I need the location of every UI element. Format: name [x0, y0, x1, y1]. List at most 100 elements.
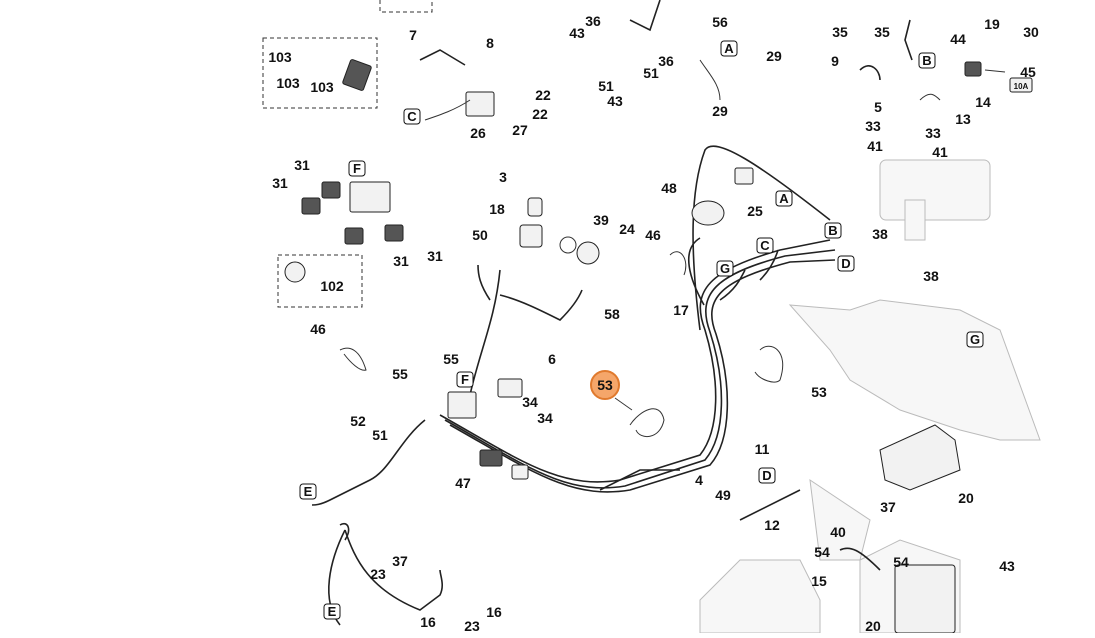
part-number-label: 37	[392, 553, 408, 569]
part-number-label: 34	[537, 410, 553, 426]
part-103-module	[342, 59, 372, 91]
part-number-label: 41	[932, 144, 948, 160]
ref-letter: G	[720, 261, 730, 276]
part-31-relay-d	[384, 224, 404, 242]
components	[284, 0, 1033, 634]
highlight-53[interactable]: 53	[590, 370, 633, 411]
part-7-8-rod	[419, 49, 466, 66]
part-number-label: 43	[607, 93, 623, 109]
part-24-gauge	[576, 241, 600, 265]
harness-branch-18	[469, 269, 501, 396]
lower-wire-c	[339, 522, 350, 541]
part-number-label: 54	[893, 554, 909, 570]
ref-letter: C	[407, 109, 417, 124]
part-48-horn	[691, 200, 725, 226]
part-number-label: 22	[535, 87, 551, 103]
detail-box-102	[277, 254, 363, 308]
part-number-label: 36	[658, 53, 674, 69]
part-f-fusebox	[349, 181, 391, 213]
part-number-label: 34	[522, 394, 538, 410]
part-number-label: 13	[955, 111, 971, 127]
part-102-gauge	[284, 261, 306, 283]
part-number-label: 29	[766, 48, 782, 64]
part-31-relay-b	[301, 197, 321, 215]
part-number-label: 37	[880, 499, 896, 515]
highlight-53-marker	[590, 370, 620, 400]
part-number-label: 18	[489, 201, 505, 217]
part-number-label: 40	[830, 524, 846, 540]
part-number-label: 46	[310, 321, 326, 337]
part-19-lead	[984, 69, 1006, 73]
part-10a-fuse	[1009, 77, 1033, 93]
ghost-assemblies	[699, 159, 1041, 634]
part-20-battery	[894, 564, 956, 634]
part-number-label: 7	[409, 27, 417, 43]
part-number-label: 55	[443, 351, 459, 367]
part-number-label: 102	[320, 278, 344, 294]
part-a-wire	[699, 59, 721, 101]
part-6-connector	[497, 378, 523, 398]
part-number-label: 33	[925, 125, 941, 141]
part-number-label: 50	[472, 227, 488, 243]
part-3-key	[527, 197, 543, 217]
part-39-ring	[559, 236, 577, 254]
part-number-label: 20	[865, 618, 881, 633]
part-number-label: 43	[569, 25, 585, 41]
part-number-label: 103	[276, 75, 300, 91]
ref-letter: E	[328, 604, 337, 619]
harness-branch-11	[599, 469, 680, 491]
part-31-relay-a	[321, 181, 341, 199]
part-number-label: 36	[585, 13, 601, 29]
harness-branch-58	[499, 289, 583, 321]
part-number-label: 58	[604, 306, 620, 322]
part-number-label: 31	[294, 157, 310, 173]
part-number-label: 16	[420, 614, 436, 630]
bracket-plate	[879, 159, 991, 221]
part-number-label: 31	[427, 248, 443, 264]
part-number-label: 103	[268, 49, 292, 65]
part-number-label: 35	[874, 24, 890, 40]
part-number-label: 5	[874, 99, 882, 115]
part-number-label: 30	[1023, 24, 1039, 40]
harness-37	[839, 547, 881, 571]
part-number-label: 25	[747, 203, 763, 219]
part-number-label: 27	[512, 122, 528, 138]
harness-trunk-a	[439, 239, 831, 483]
main-harness	[311, 145, 836, 506]
ref-letter: D	[762, 468, 771, 483]
harness-trunk-c	[449, 259, 836, 493]
transaxle-housing	[788, 299, 1041, 441]
part-number-label: 3	[499, 169, 507, 185]
part-35-wire	[904, 19, 913, 61]
bracket-post	[904, 199, 926, 241]
part-number-label: 4	[695, 472, 703, 488]
harness-branch-e	[311, 419, 426, 506]
ref-letter: D	[841, 256, 850, 271]
part-13-lead	[919, 93, 941, 101]
frame-ghost	[699, 559, 821, 634]
ref-letter: F	[461, 372, 469, 387]
part-number-label: 103	[310, 79, 334, 95]
ref-letter: G	[970, 332, 980, 347]
highlight-53-leader	[614, 397, 633, 411]
part-number-label: 23	[370, 566, 386, 582]
part-number-label: 22	[532, 106, 548, 122]
part-number-label: 39	[593, 212, 609, 228]
part-number-label: 55	[392, 366, 408, 382]
part-number-label: 9	[831, 53, 839, 69]
part-4-relay	[479, 449, 503, 467]
part-number-label: 53	[811, 384, 827, 400]
ref-letter: A	[724, 41, 734, 56]
ref-letters: C A B F A B C D G G F D E E	[299, 40, 984, 620]
part-number-label: 51	[372, 427, 388, 443]
part-number-label: 47	[455, 475, 471, 491]
part-number-label: 52	[350, 413, 366, 429]
bracket-ghost	[809, 478, 871, 561]
ref-letter: F	[353, 161, 361, 176]
part-53-clip	[629, 408, 665, 438]
ref-letter: B	[828, 223, 837, 238]
part-number-label: 48	[661, 180, 677, 196]
ref-letter: E	[304, 484, 313, 499]
